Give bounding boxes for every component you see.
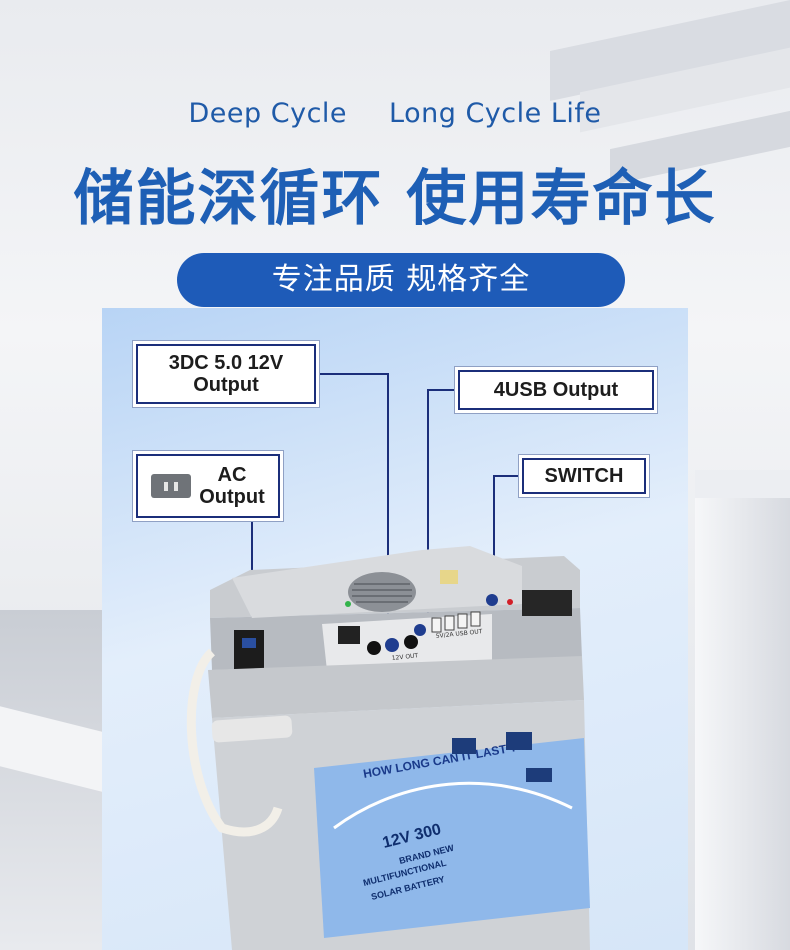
callout-dc-line2: Output [193, 374, 259, 396]
label-icon-tv [452, 738, 476, 754]
switch-led [507, 599, 513, 605]
background-pillar [695, 470, 790, 950]
subtitle-long-cycle-life: Long Cycle Life [389, 98, 602, 129]
callout-ac-output: AC Output [136, 454, 280, 518]
rope-handle [186, 648, 283, 837]
dc-port-3 [404, 635, 418, 649]
indicator-window [440, 570, 458, 584]
usb-port [470, 611, 481, 627]
usb-indicator [414, 624, 426, 636]
callout-usb-output: 4USB Output [458, 370, 654, 410]
background-pillar-top [695, 470, 790, 498]
subtitle-deep-cycle: Deep Cycle [188, 98, 348, 129]
callout-dc-output: 3DC 5.0 12V Output [136, 344, 316, 404]
ac-socket-indicator [242, 638, 256, 648]
product-image-panel: 12V OUT 5V/2A USB OUT HOW LONG CAN IT LA… [102, 308, 688, 950]
power-switch [338, 626, 360, 644]
negative-terminal [522, 590, 572, 616]
fan-grille [348, 572, 416, 612]
tagline-pill: 专注品质 规格齐全 [177, 253, 625, 307]
power-led [345, 601, 351, 607]
callout-ac-line2: Output [199, 486, 265, 508]
ac-socket-icon [151, 474, 192, 498]
handle-grip [211, 715, 293, 743]
page-title: 储能深循环 使用寿命长 [73, 164, 717, 234]
usb-out-label: 5V/2A USB OUT [435, 628, 483, 640]
usb-port [431, 617, 442, 633]
callout-switch: SWITCH [522, 458, 646, 494]
usb-port [457, 613, 468, 629]
label-icon-monitor [506, 732, 532, 750]
subtitle-line: Deep Cycle Long Cycle Life [0, 98, 790, 129]
usb-port [444, 615, 455, 631]
dc-port-1 [367, 641, 381, 655]
dc-out-label: 12V OUT [391, 652, 418, 662]
battery-mid-band [208, 656, 584, 718]
callout-ac-line1: AC [217, 464, 247, 486]
callout-dc-line1: 3DC 5.0 12V [168, 352, 284, 374]
dc-port-2 [385, 638, 399, 652]
switch-button [486, 594, 498, 606]
label-icon-laptop [526, 768, 552, 782]
battery-illustration: 12V OUT 5V/2A USB OUT HOW LONG CAN IT LA… [186, 373, 590, 950]
